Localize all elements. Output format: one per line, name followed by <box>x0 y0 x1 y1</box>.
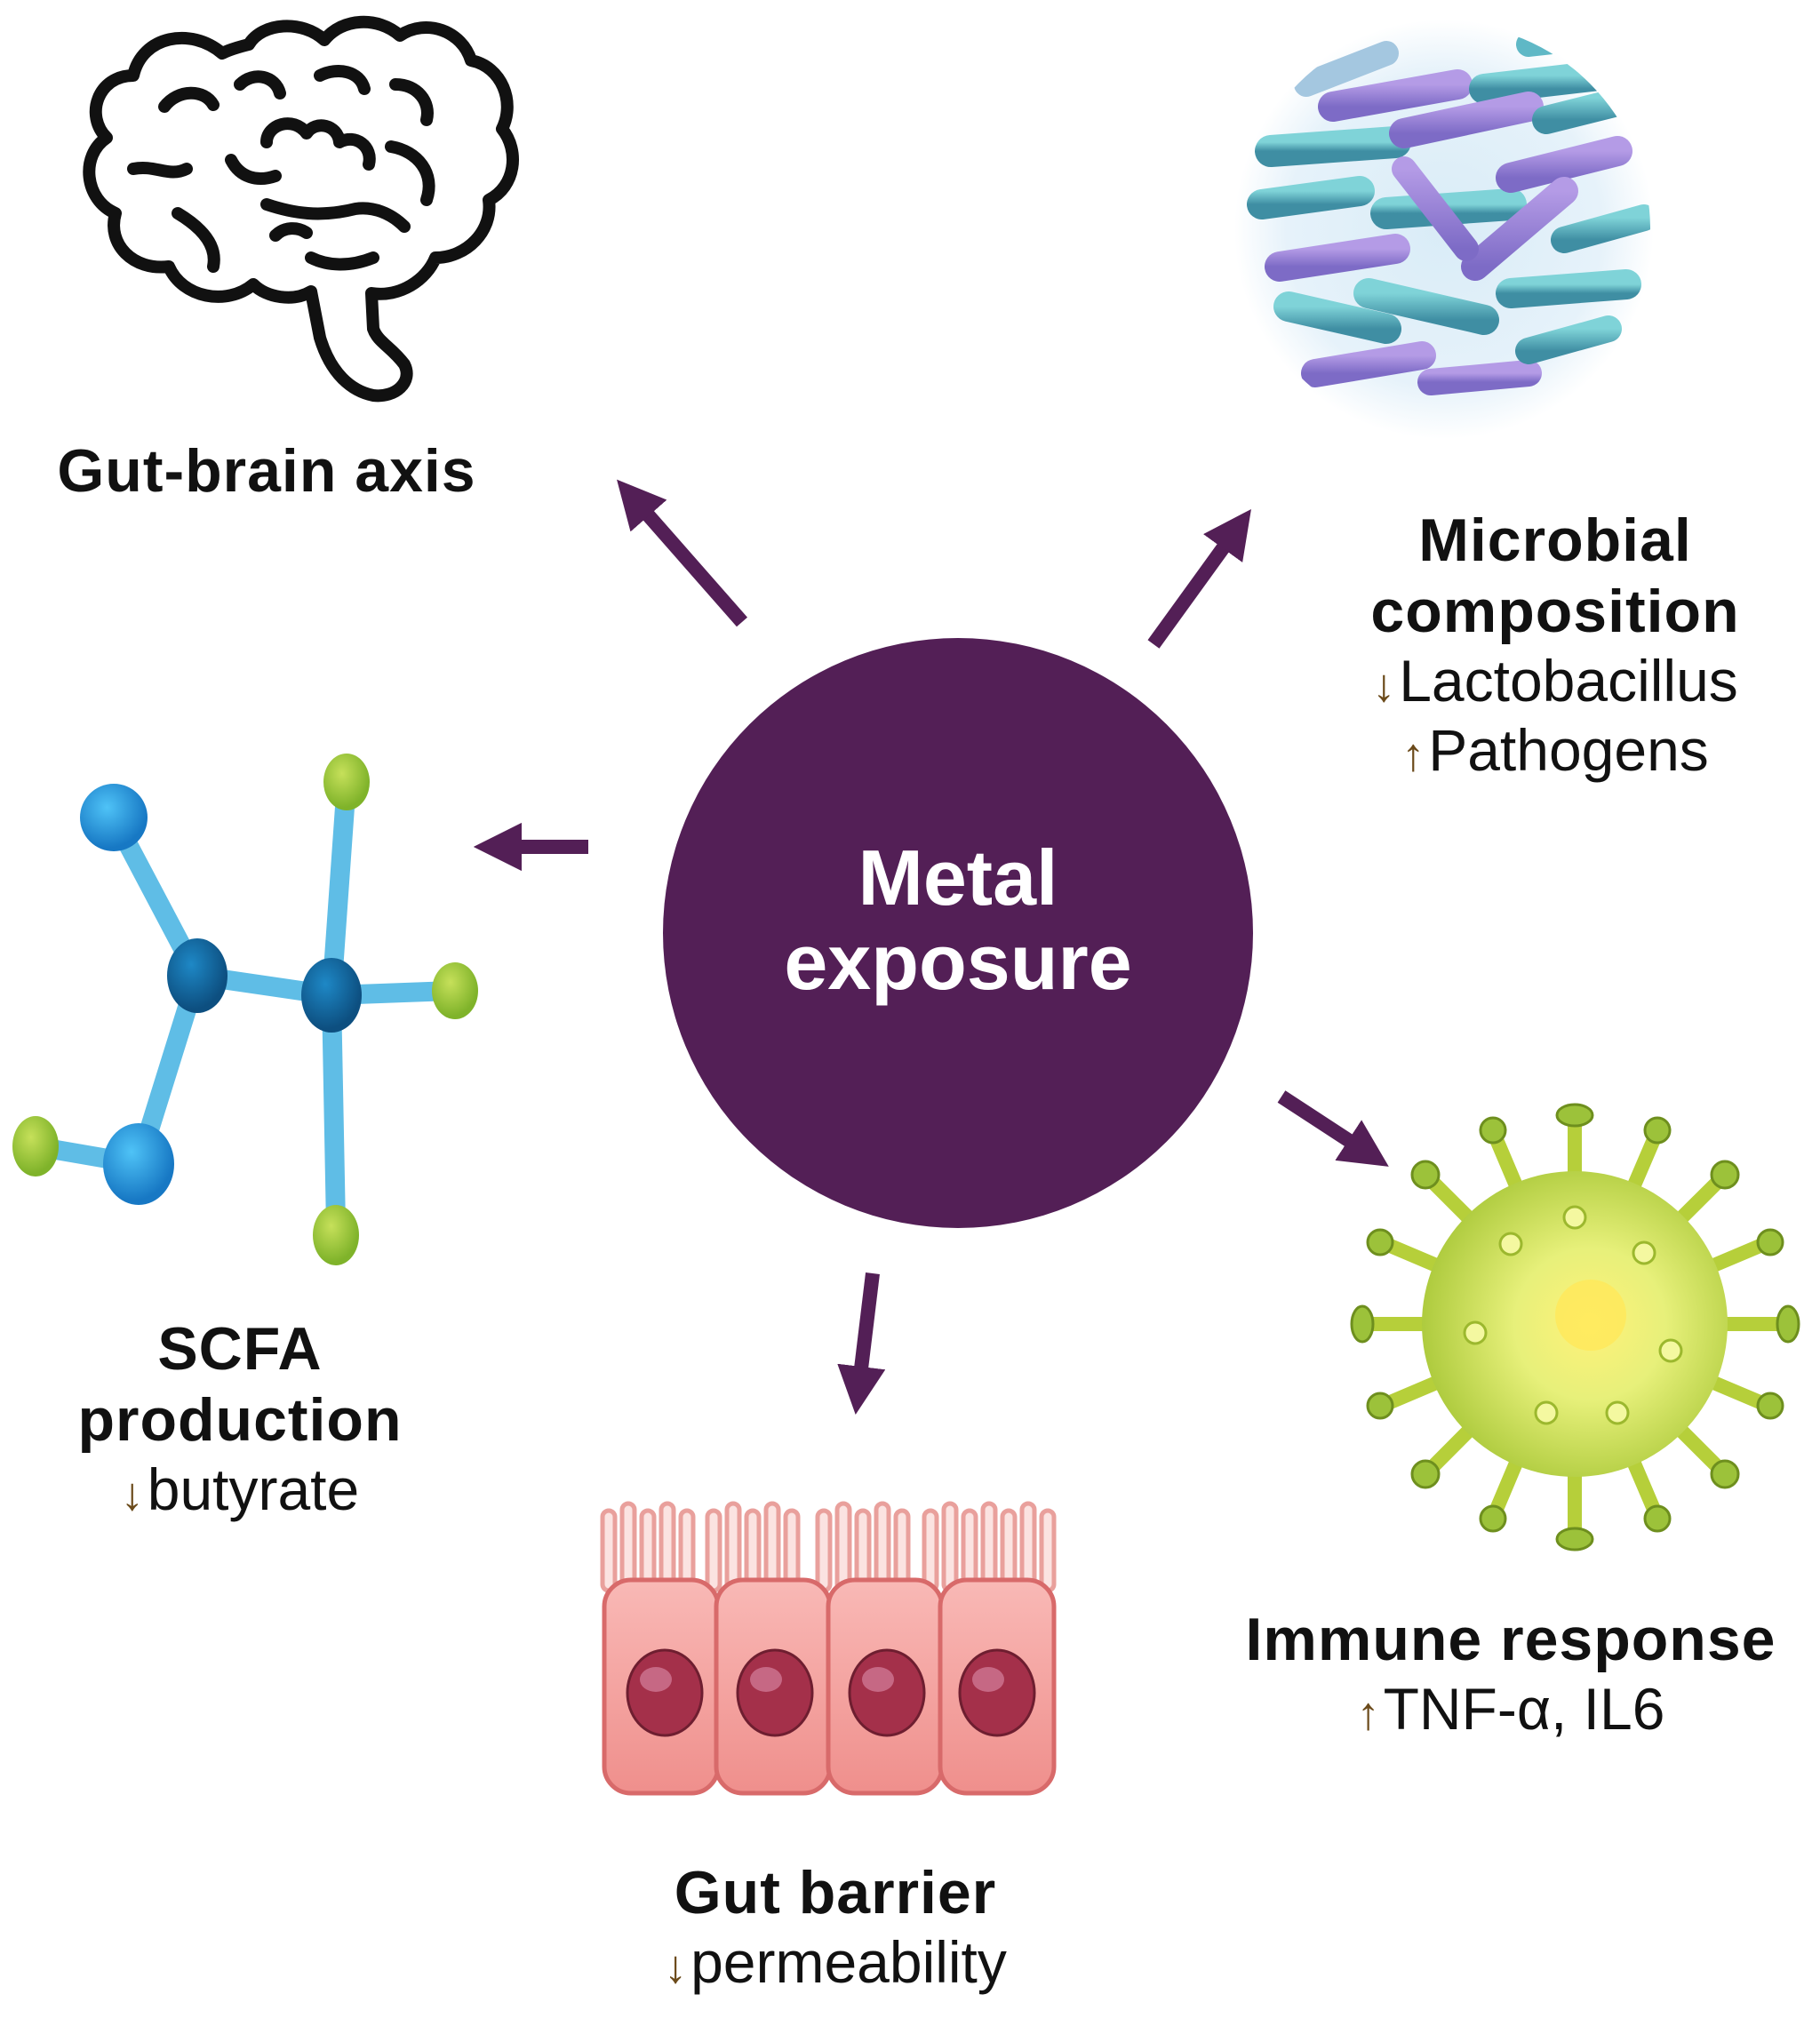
arrows <box>473 479 1389 1416</box>
scfa-label: SCFA production ↓butyrate <box>36 1313 444 1525</box>
down-arrow-icon: ↓ <box>120 1469 144 1521</box>
center-label-line2: exposure <box>784 918 1132 1007</box>
scfa-effect-text: butyrate <box>147 1456 360 1523</box>
brain-icon <box>83 15 519 403</box>
down-arrow-icon: ↓ <box>664 1942 688 1994</box>
gut-barrier-title: Gut barrier <box>674 1859 997 1926</box>
scfa-effect: ↓butyrate <box>36 1456 444 1525</box>
epithelial-cells-icon <box>600 1501 1057 1796</box>
microbial-title-line1: Microbial <box>1418 506 1692 574</box>
gut-barrier-effect-text: permeability <box>690 1929 1007 1996</box>
bacteria-icon <box>1234 20 1654 439</box>
gut-brain-label: Gut-brain axis <box>27 435 507 506</box>
gut-barrier-effect: ↓permeability <box>604 1928 1066 1998</box>
immune-title: Immune response <box>1245 1606 1776 1673</box>
center-circle <box>663 638 1253 1228</box>
arrow-gut-barrier <box>837 1272 886 1416</box>
up-arrow-icon: ↑ <box>1356 1688 1380 1741</box>
microbial-effect-2-text: Pathogens <box>1428 717 1709 784</box>
microbial-effect-2: ↑Pathogens <box>1324 716 1786 786</box>
microbial-effect-1-text: Lactobacillus <box>1399 648 1738 714</box>
arrow-gut-brain <box>617 479 748 627</box>
microbial-effect-1: ↓Lactobacillus <box>1324 647 1786 716</box>
microbial-title-line2: composition <box>1370 578 1740 646</box>
up-arrow-icon: ↑ <box>1401 730 1425 782</box>
arrow-microbial <box>1147 508 1251 649</box>
immune-effect-text: TNF-α, IL6 <box>1383 1676 1665 1743</box>
arrow-immune <box>1277 1090 1389 1167</box>
center-label-line1: Metal <box>858 834 1058 921</box>
virus-icon <box>1350 1103 1800 1551</box>
gut-barrier-label: Gut barrier ↓permeability <box>604 1857 1066 1998</box>
microbial-label: Microbial composition ↓Lactobacillus ↑Pa… <box>1324 505 1786 786</box>
immune-effect: ↑TNF-α, IL6 <box>1217 1675 1804 1744</box>
scfa-title-line1: SCFA <box>157 1315 323 1383</box>
immune-label: Immune response ↑TNF-α, IL6 <box>1217 1604 1804 1744</box>
center-label: Metal exposure <box>656 835 1260 1004</box>
down-arrow-icon: ↓ <box>1372 660 1396 713</box>
molecule-icon <box>12 754 478 1265</box>
gut-brain-title: Gut-brain axis <box>57 437 476 505</box>
scfa-title-line2: production <box>77 1386 403 1455</box>
